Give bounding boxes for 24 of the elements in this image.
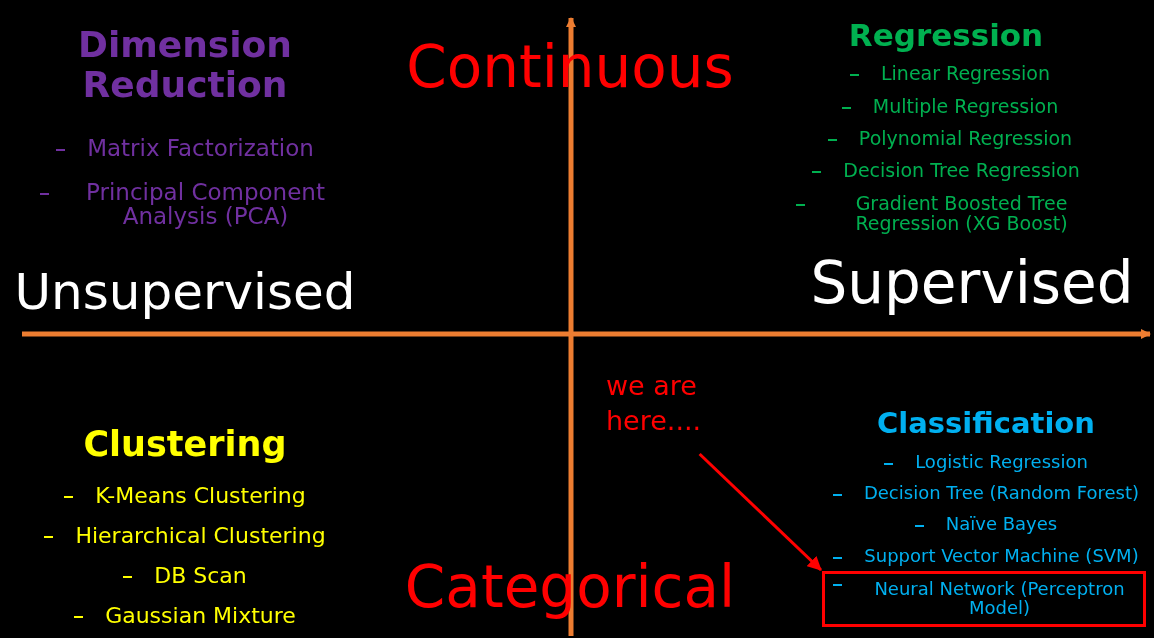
arrow xyxy=(698,452,823,572)
list-item: Naïve Bayes xyxy=(945,515,1058,534)
list-item: Multiple Regression xyxy=(872,97,1059,117)
list-item: Hierarchical Clustering xyxy=(75,524,326,548)
list-item: Linear Regression xyxy=(881,64,1050,84)
highlight-box xyxy=(822,571,1146,627)
list-item: Neural Network (Perceptron Model) xyxy=(873,580,1126,618)
list-item: Logistic Regression xyxy=(915,453,1088,472)
quadrant-heading: Dimension Reduction xyxy=(77,25,293,105)
axis-label: Supervised xyxy=(809,252,1135,316)
quadrant-heading: Classification xyxy=(876,408,1096,440)
list-item: Gaussian Mixture xyxy=(105,604,296,628)
quadrant-heading: Regression xyxy=(847,18,1045,53)
list-item: Decision Tree (Random Forest) xyxy=(863,484,1140,503)
list-item: Decision Tree Regression xyxy=(843,161,1080,181)
list-item: Matrix Factorization xyxy=(87,136,314,161)
list-item: DB Scan xyxy=(154,564,247,588)
list-item: K-Means Clustering xyxy=(95,484,306,508)
list-item: Principal Component Analysis (PCA) xyxy=(85,180,326,229)
list-item: Gradient Boosted Tree Regression (XG Boost) xyxy=(854,194,1069,234)
quadrant-heading: Clustering xyxy=(82,425,288,464)
annotation-text: we are here.... xyxy=(606,368,726,439)
axis-label: Unsupervised xyxy=(13,265,357,320)
list-item: Polynomial Regression xyxy=(858,129,1073,149)
